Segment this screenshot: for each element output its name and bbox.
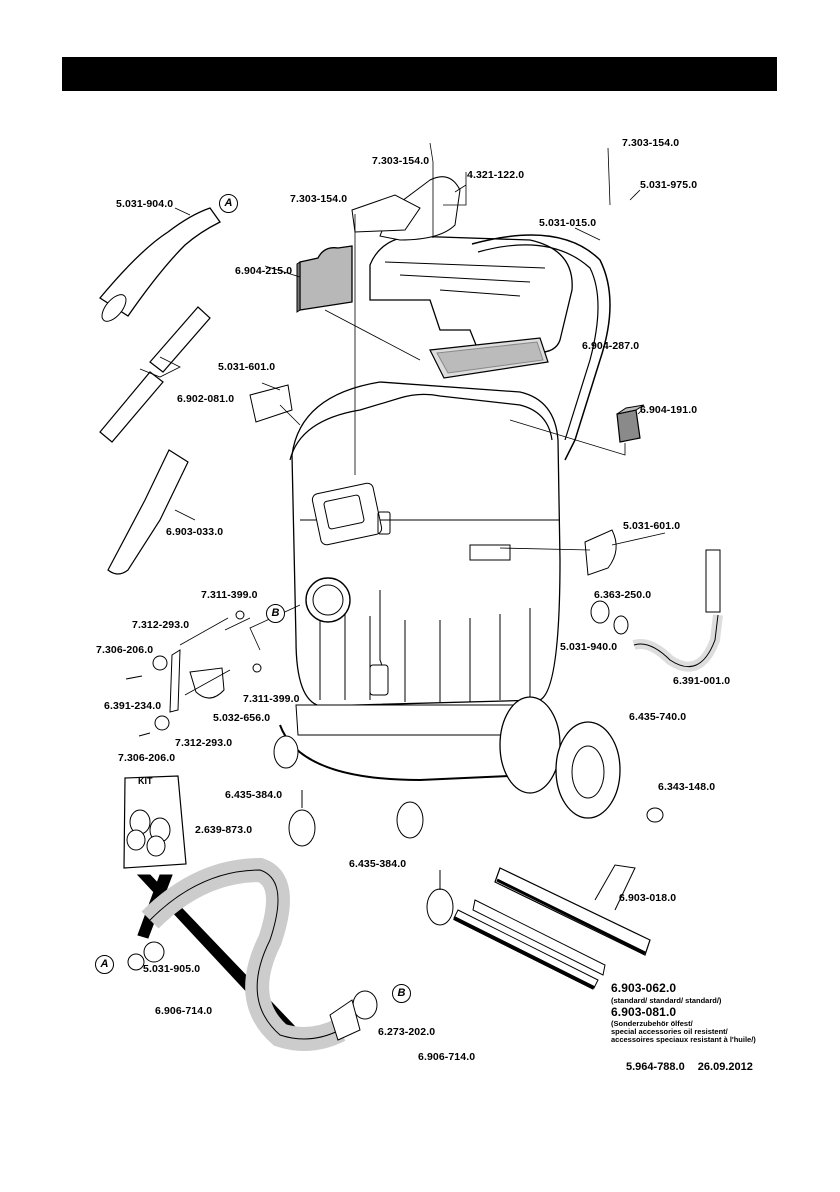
- lid: [352, 177, 610, 460]
- label-screw-top-center: 7.303-154.0: [372, 155, 430, 167]
- note-oil-line-2: special accessories oil resistent/: [611, 1027, 728, 1036]
- elbow: [98, 208, 220, 325]
- vacuum-body: [290, 382, 560, 735]
- filter-bag: [297, 246, 352, 312]
- floor-nozzle: [454, 865, 650, 988]
- label-suction-hose-left: 6.906-714.0: [155, 1005, 213, 1017]
- label-foam-filter: 6.904-191.0: [640, 404, 698, 416]
- label-hose-sleeve-a: 5.031-905.0: [143, 963, 201, 975]
- label-nut-upper: 7.311-399.0: [201, 589, 258, 601]
- label-strip-standard: 6.903-062.0: [611, 981, 677, 995]
- label-elbow: 5.031-904.0: [116, 198, 174, 210]
- suction-hose: [128, 870, 377, 1040]
- label-hose-ring-b: 6.273-202.0: [378, 1026, 436, 1038]
- label-crevice-nozzle: 6.903-033.0: [166, 526, 224, 538]
- label-washer-upper: 7.312-293.0: [132, 619, 190, 631]
- label-flat-filter: 6.904-287.0: [582, 340, 640, 352]
- note-oil-line-3: accessoires speciaux resistant à l'huile…: [611, 1035, 756, 1044]
- crevice-nozzle: [108, 450, 188, 574]
- note-standard: (standard/ standard/ standard/): [611, 996, 722, 1005]
- label-latch-left: 5.031-601.0: [218, 361, 276, 373]
- doc-date: 26.09.2012: [697, 1061, 753, 1073]
- label-drain-hose: 6.391-001.0: [673, 675, 731, 687]
- label-hub-cap: 6.343-148.0: [658, 781, 716, 793]
- label-bracket: 6.391-234.0: [104, 700, 162, 712]
- label-screw-top-left: 7.303-154.0: [290, 193, 348, 205]
- label-filter-bag: 6.904-215.0: [235, 265, 293, 277]
- label-wheel: 6.435-740.0: [629, 711, 687, 723]
- label-suction-hose-bottom: 6.906-714.0: [418, 1051, 476, 1063]
- label-connector: 5.031-940.0: [560, 641, 618, 653]
- callout-b-inlet: B: [266, 604, 285, 623]
- label-adapter-kit: 2.639-873.0: [195, 824, 253, 836]
- label-nozzle-holder: 5.032-656.0: [213, 712, 271, 724]
- label-hose-holder: 5.031-975.0: [640, 179, 698, 191]
- note-oil-line-1: (Sonderzubehör ölfest/: [611, 1019, 693, 1028]
- label-cable-hook: 5.031-015.0: [539, 217, 597, 229]
- suction-tubes: [100, 307, 210, 442]
- latches: [250, 385, 616, 575]
- kit-label: KIT: [138, 776, 153, 786]
- callout-a-elbow: A: [219, 194, 238, 213]
- base-and-wheels: [274, 697, 663, 925]
- label-castor-right: 6.435-384.0: [349, 858, 407, 870]
- doc-number: 5.964-788.0: [626, 1061, 685, 1073]
- label-washer-lower: 7.312-293.0: [175, 737, 233, 749]
- label-seal-ring: 6.363-250.0: [594, 589, 652, 601]
- leader-lines: [140, 143, 665, 695]
- label-handle: 4.321-122.0: [467, 169, 525, 181]
- label-strip-oil-resistant: 6.903-081.0: [611, 1005, 677, 1019]
- accessory-holder-parts: [126, 611, 261, 736]
- label-screw-top-right: 7.303-154.0: [622, 137, 680, 149]
- footer: 5.964-788.0 26.09.2012: [626, 1061, 763, 1073]
- label-screw-left-lower: 7.306-206.0: [118, 752, 176, 764]
- header-bar: [62, 57, 777, 91]
- foam-filter: [617, 405, 644, 442]
- flat-filter: [430, 338, 548, 378]
- label-nut-lower: 7.311-399.0: [243, 693, 300, 705]
- label-latch-right: 5.031-601.0: [623, 520, 681, 532]
- label-suction-tubes: 6.902-081.0: [177, 393, 235, 405]
- drain-hose: [591, 550, 720, 667]
- callout-b-hose: B: [392, 984, 411, 1003]
- label-floor-nozzle: 6.903-018.0: [619, 892, 677, 904]
- callout-a-hose: A: [95, 955, 114, 974]
- label-screw-left-upper: 7.306-206.0: [96, 644, 154, 656]
- label-castor-left: 6.435-384.0: [225, 789, 283, 801]
